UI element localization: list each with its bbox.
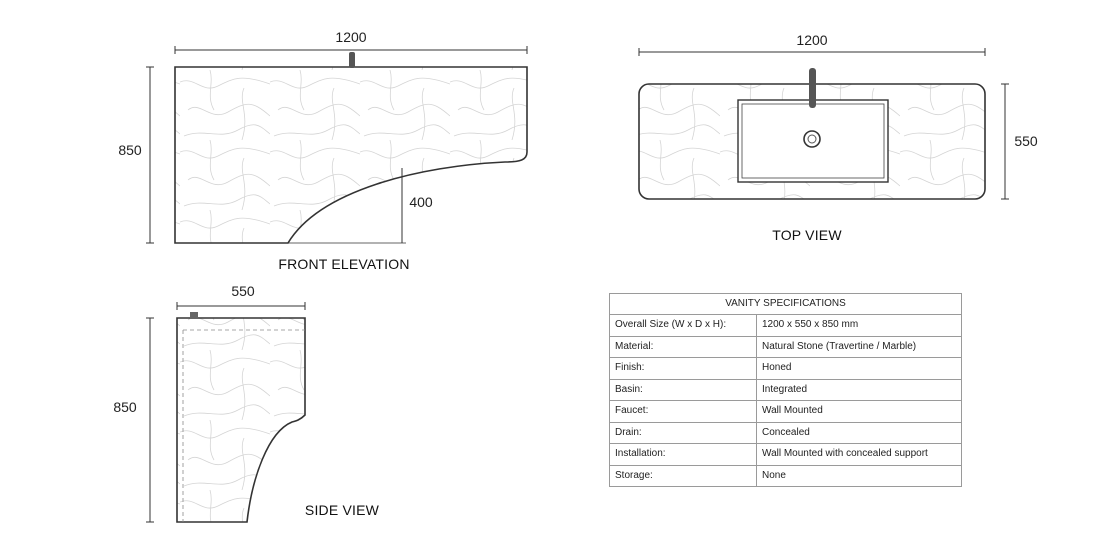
table-row: Faucet: Wall Mounted xyxy=(609,400,962,423)
front-elevation-view: 1200 850 400 FRONT ELEVATION xyxy=(118,29,528,272)
front-vanity-outline xyxy=(174,66,528,244)
front-knee-label: 400 xyxy=(409,194,433,210)
spec-label: Drain: xyxy=(609,421,757,444)
top-depth-label: 550 xyxy=(1014,133,1038,149)
top-faucet xyxy=(809,68,816,108)
spec-label: Storage: xyxy=(609,464,757,487)
table-row: Overall Size (W x D x H): 1200 x 550 x 8… xyxy=(609,314,962,337)
spec-value: None xyxy=(756,464,962,487)
spec-value: Natural Stone (Travertine / Marble) xyxy=(756,335,962,358)
table-row: Drain: Concealed xyxy=(609,421,962,444)
top-width-label: 1200 xyxy=(796,32,827,48)
side-hidden-lines xyxy=(182,329,305,522)
spec-label: Overall Size (W x D x H): xyxy=(609,314,757,337)
drain-icon xyxy=(803,130,821,148)
spec-value: Honed xyxy=(756,357,962,380)
table-row: Storage: None xyxy=(609,464,962,487)
side-vanity-outline xyxy=(176,317,306,523)
spec-label: Finish: xyxy=(609,357,757,380)
spec-label: Installation: xyxy=(609,443,757,466)
side-height-label: 850 xyxy=(113,399,137,415)
table-row: Installation: Wall Mounted with conceale… xyxy=(609,443,962,466)
top-view: 1200 550 TOP VIEW xyxy=(638,32,1038,243)
front-elevation-title: FRONT ELEVATION xyxy=(278,256,409,272)
spec-label: Material: xyxy=(609,335,757,358)
spec-value: 1200 x 550 x 850 mm xyxy=(756,314,962,337)
specifications-table: VANITY SPECIFICATIONS Overall Size (W x … xyxy=(609,293,962,487)
side-depth-label: 550 xyxy=(231,283,255,299)
top-view-title: TOP VIEW xyxy=(772,227,842,243)
front-height-label: 850 xyxy=(118,142,142,158)
spec-header-row: VANITY SPECIFICATIONS xyxy=(609,293,962,315)
front-faucet xyxy=(349,52,355,68)
side-faucet xyxy=(190,312,198,319)
drain-inner xyxy=(807,134,817,144)
table-row: Material: Natural Stone (Travertine / Ma… xyxy=(609,335,962,358)
side-view-title: SIDE VIEW xyxy=(305,502,380,518)
spec-value: Wall Mounted with concealed support xyxy=(756,443,962,466)
table-row: Basin: Integrated xyxy=(609,378,962,401)
table-row: Finish: Honed xyxy=(609,357,962,380)
front-width-label: 1200 xyxy=(335,29,366,45)
spec-value: Wall Mounted xyxy=(756,400,962,423)
side-view: 550 850 SIDE VIEW xyxy=(113,283,380,523)
spec-value: Integrated xyxy=(756,378,962,401)
spec-value: Concealed xyxy=(756,421,962,444)
spec-label: Basin: xyxy=(609,378,757,401)
spec-table-title: VANITY SPECIFICATIONS xyxy=(609,293,962,315)
spec-label: Faucet: xyxy=(609,400,757,423)
